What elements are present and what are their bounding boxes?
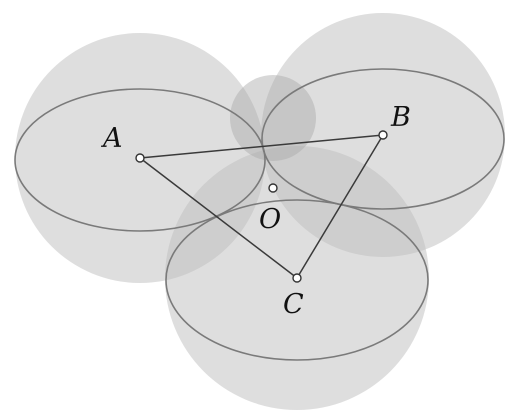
equator-b <box>261 68 505 210</box>
equator-c <box>165 199 429 361</box>
label-b: B <box>390 102 411 133</box>
label-a: A <box>100 123 123 154</box>
edge-ab <box>139 134 384 159</box>
edge-ca <box>139 157 298 279</box>
point-b <box>378 130 388 140</box>
point-o <box>268 183 278 193</box>
edge-bc <box>296 134 384 279</box>
point-a <box>135 153 145 163</box>
label-o: O <box>259 204 281 235</box>
equator-a <box>14 88 266 232</box>
sphere-small-top <box>230 75 316 161</box>
label-c: C <box>283 289 304 320</box>
point-c <box>292 273 302 283</box>
